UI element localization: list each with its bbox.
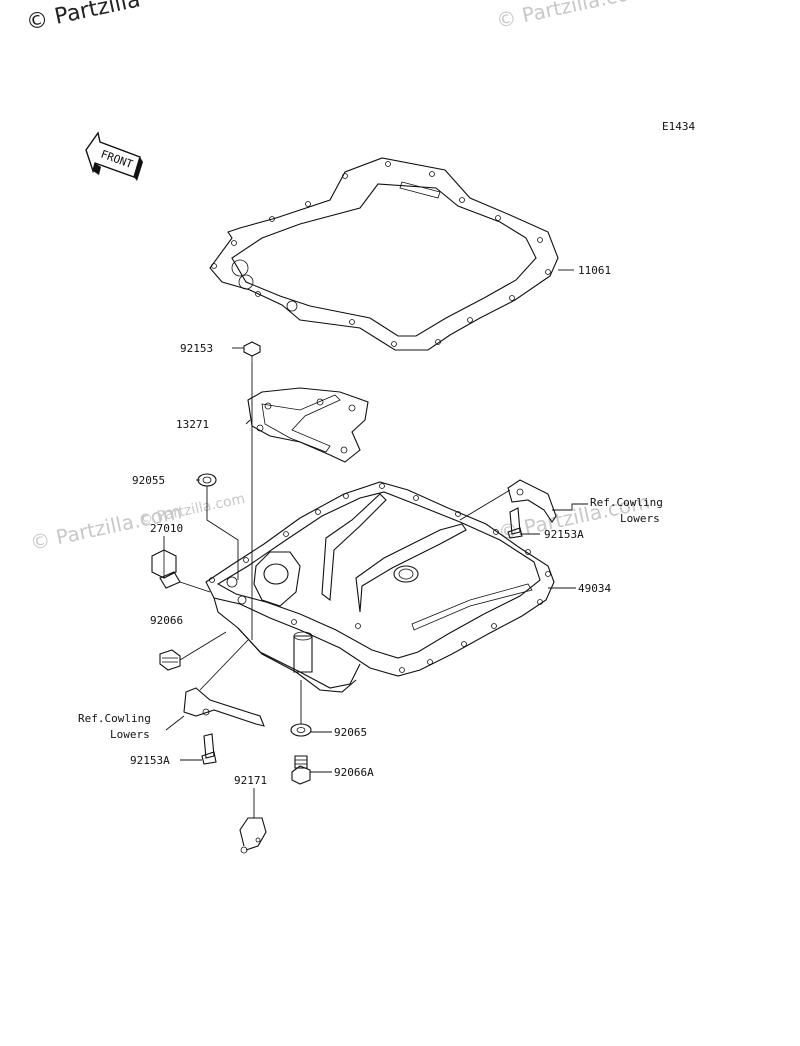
washer-92055 <box>197 473 217 487</box>
watermark-top-left: © Partzilla <box>24 0 142 36</box>
label-92055: 92055 <box>132 474 165 487</box>
plug-92066 <box>159 649 181 671</box>
label-92066: 92066 <box>150 614 183 627</box>
label-92153: 92153 <box>180 342 213 355</box>
label-lowers-right: Lowers <box>620 512 660 525</box>
label-92065: 92065 <box>334 726 367 739</box>
bolt-92153 <box>243 341 261 362</box>
label-92153a-left: 92153A <box>130 754 170 767</box>
oil-pressure-switch-27010 <box>151 549 181 589</box>
drain-plug-92066a <box>291 755 311 785</box>
label-92153a-right: 92153A <box>544 528 584 541</box>
label-ref-cowling-left: Ref.Cowling <box>78 712 151 725</box>
label-92171: 92171 <box>234 774 267 787</box>
label-lowers-left: Lowers <box>110 728 150 741</box>
oil-pan-baffle-plate <box>247 387 369 463</box>
label-ref-cowling-right: Ref.Cowling <box>590 496 663 509</box>
washer-92065 <box>290 723 312 737</box>
watermark-top-right: © Partzilla.com <box>494 0 650 33</box>
oil-pan-gasket <box>209 157 559 351</box>
label-11061: 11061 <box>578 264 611 277</box>
label-13271: 13271 <box>176 418 209 431</box>
clamp-92171 <box>239 817 267 854</box>
front-arrow-icon: FRONT <box>85 131 143 181</box>
oil-pan <box>205 481 555 693</box>
leader-lines <box>163 269 588 818</box>
diagram-code: E1434 <box>662 120 695 133</box>
label-27010: 27010 <box>150 522 183 535</box>
cowling-bracket-right <box>507 479 557 539</box>
label-49034: 49034 <box>578 582 611 595</box>
label-92066a: 92066A <box>334 766 374 779</box>
cowling-bracket-left <box>183 687 265 765</box>
